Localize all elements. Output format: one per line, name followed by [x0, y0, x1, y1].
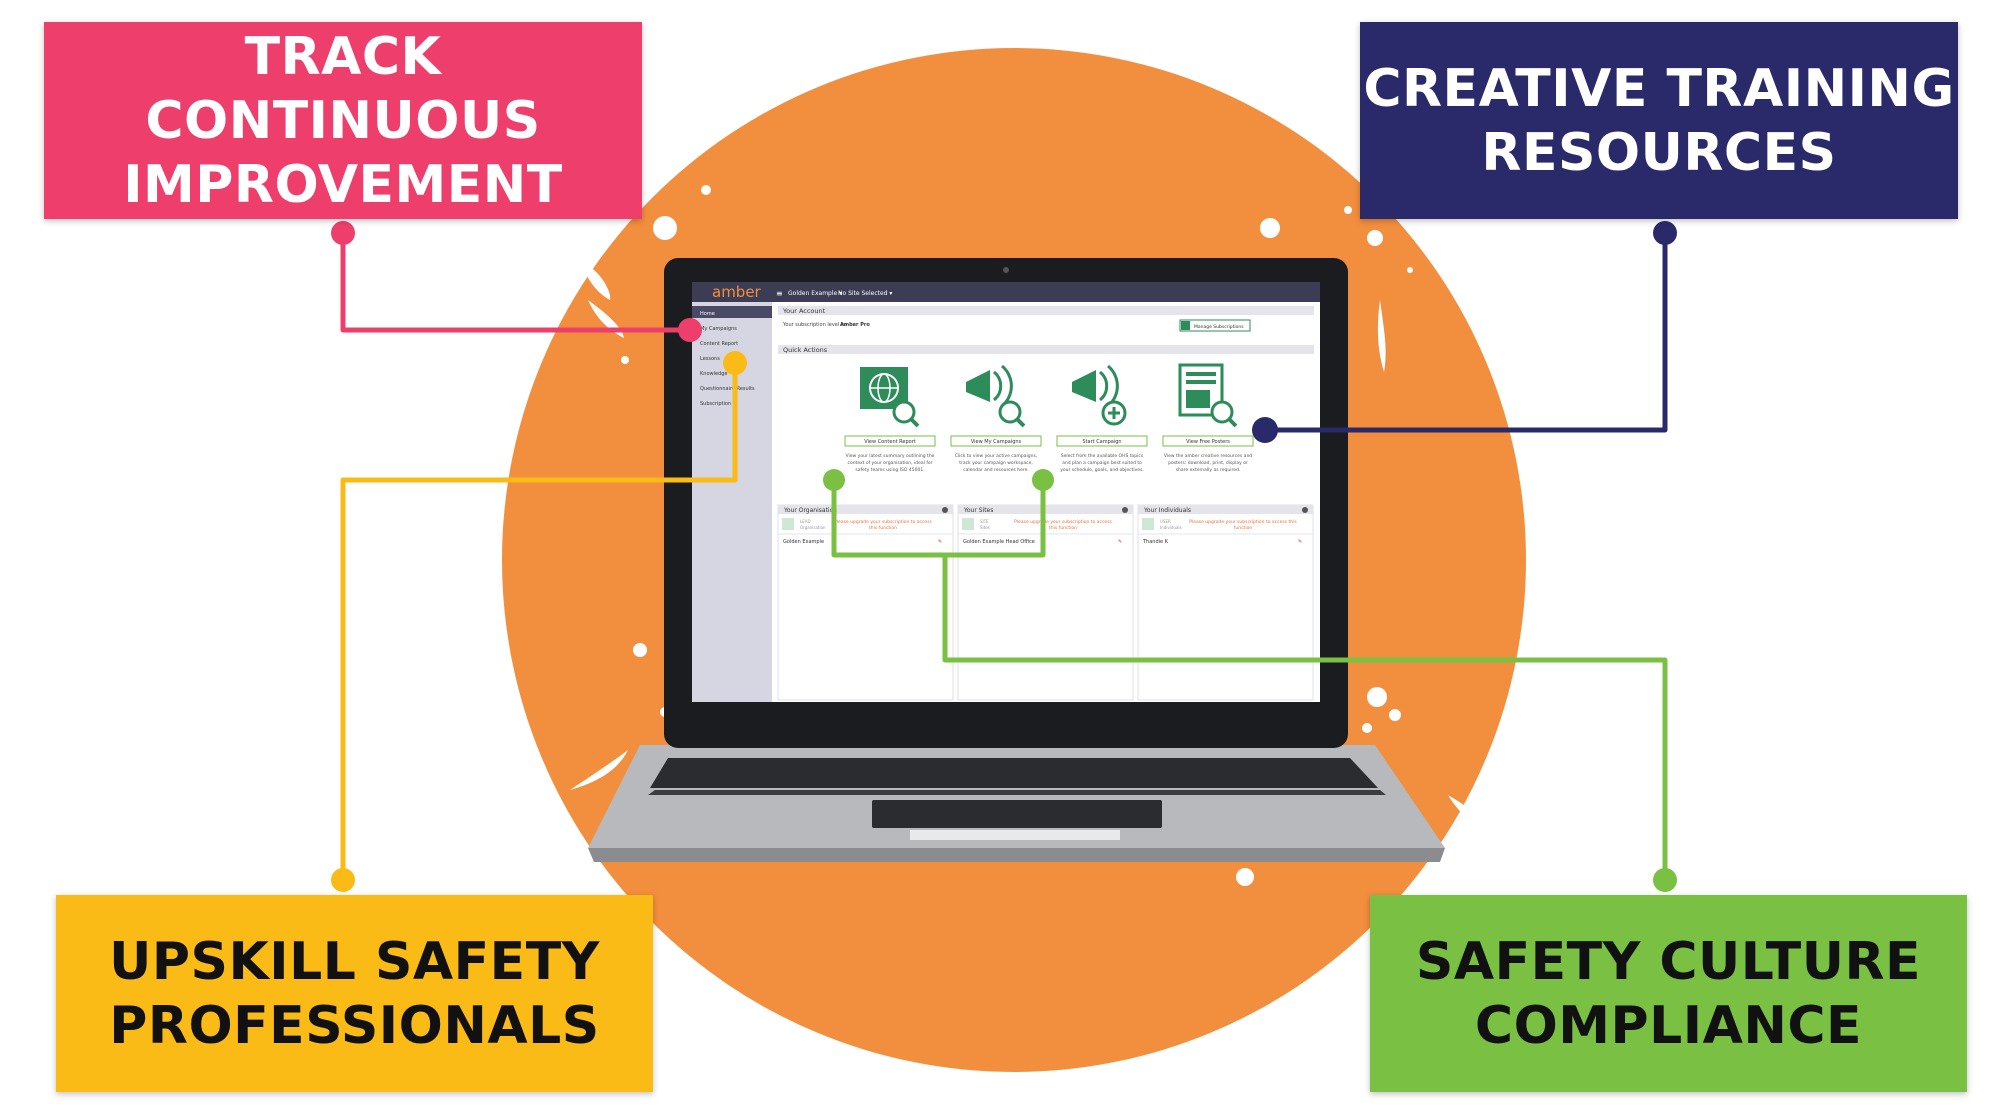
- quick-action-description: and plan a campaign best suited to: [1062, 460, 1142, 466]
- connector-dots: [331, 221, 1677, 892]
- callout-line: COMPLIANCE: [1474, 995, 1863, 1056]
- panel-sub: Organisation: [800, 525, 826, 530]
- callout-line: IMPROVEMENT: [123, 154, 563, 215]
- sidebar-item[interactable]: My Campaigns: [700, 326, 737, 332]
- quick-action-button-label: View Content Report: [864, 439, 916, 445]
- sidebar-active: [692, 306, 772, 318]
- info-icon[interactable]: [1302, 507, 1308, 513]
- sidebar-item[interactable]: Questionnaire Results: [700, 386, 755, 392]
- panel-sub: Individuals: [1160, 525, 1182, 530]
- sidebar-item[interactable]: Knowledge: [700, 371, 728, 377]
- row-actions-icon[interactable]: ✎: [1118, 539, 1122, 545]
- quick-action-description: calendar and resources here.: [963, 467, 1029, 473]
- poster-search-icon[interactable]: [1178, 363, 1238, 428]
- app-logo: amber: [712, 283, 762, 301]
- quick-action-description: safety teams using ISO 45001.: [855, 467, 924, 473]
- upgrade-warning: Please upgrade your subscription to acce…: [1189, 519, 1297, 525]
- panel-badge: LEAD: [800, 519, 811, 524]
- quick-actions-title: Quick Actions: [783, 346, 828, 354]
- upgrade-warning: Please upgrade your subscription to acce…: [834, 519, 932, 525]
- callout-line: RESOURCES: [1481, 122, 1837, 183]
- laptop-keyboard: [650, 758, 1378, 788]
- row-actions-icon[interactable]: ✎: [1298, 539, 1302, 545]
- quick-actions-header: [778, 345, 1314, 354]
- quick-action-description: share externally as required.: [1176, 467, 1241, 473]
- account-title: Your Account: [782, 307, 826, 315]
- megaphone-plus-icon[interactable]: [1072, 364, 1127, 426]
- quick-action-description: your schedule, goals, and objectives.: [1060, 467, 1144, 473]
- connector-pink: [340, 233, 690, 333]
- app-menu-icon[interactable]: ≡: [776, 289, 783, 298]
- quick-action-button[interactable]: [844, 435, 936, 447]
- quick-action-button-label: Start Campaign: [1082, 439, 1121, 445]
- connector-navy: [1265, 233, 1668, 433]
- sidebar-item[interactable]: Lessons: [700, 356, 720, 362]
- connector-yellow: [340, 363, 738, 880]
- panel-sub: Sites: [980, 525, 990, 530]
- quick-action-description: track your campaign workspace,: [959, 460, 1033, 466]
- account-panel-header: [778, 306, 1314, 315]
- app-ui: amber ≡ Golden Example ▾ No Site Selecte…: [692, 282, 1320, 702]
- panel-badge: SITE: [980, 519, 989, 524]
- callout-line: CREATIVE TRAINING: [1363, 58, 1955, 119]
- quick-action-description: View your latest summary outlining the: [846, 453, 935, 459]
- sidebar-item[interactable]: Home: [700, 311, 715, 317]
- callout-line: PROFESSIONALS: [109, 995, 600, 1056]
- quick-action-button[interactable]: [950, 435, 1042, 447]
- sidebar-item[interactable]: Subscription: [700, 401, 731, 407]
- quick-action-description: context of your organisation, ideal for: [847, 460, 932, 466]
- upgrade-warning: function: [1234, 525, 1253, 531]
- panel-title: Your Individuals: [1143, 507, 1191, 514]
- quick-action-button[interactable]: [1162, 435, 1254, 447]
- quick-action-button[interactable]: [1056, 435, 1148, 447]
- megaphone-search-icon[interactable]: [966, 364, 1026, 428]
- quick-action-button-label: View My Campaigns: [971, 439, 1022, 445]
- info-icon[interactable]: [1122, 507, 1128, 513]
- quick-action-button-label: View Free Posters: [1186, 439, 1230, 445]
- upgrade-warning: this function: [1049, 525, 1077, 531]
- laptop-trackpad: [872, 800, 1162, 828]
- panel-row[interactable]: Golden Example: [783, 539, 824, 545]
- quick-action-description: View the amber creative resources and: [1164, 453, 1252, 459]
- row-actions-icon[interactable]: ✎: [938, 539, 942, 545]
- quick-action-description: Select from the available OHS topics: [1061, 453, 1144, 459]
- panel-title: Your Organisation: [783, 507, 837, 514]
- manage-subscriptions-label: Manage Subscriptions: [1194, 324, 1244, 330]
- org-dropdown[interactable]: Golden Example ▾: [788, 290, 842, 297]
- callout-line: UPSKILL SAFETY: [109, 931, 600, 992]
- app-header: [692, 282, 1320, 302]
- callout-line: TRACK CONTINUOUS: [145, 26, 541, 151]
- sidebar-item[interactable]: Content Report: [700, 341, 738, 347]
- quick-action-description: posters: download, print, display or: [1168, 460, 1248, 466]
- connector-green-a: [831, 480, 1046, 558]
- subscription-text: Your subscription level is:: [782, 322, 847, 328]
- connectors: [340, 233, 1668, 880]
- connector-green-b: [942, 555, 1668, 880]
- globe-search-icon[interactable]: [860, 367, 920, 428]
- quick-action-description: Click to view your active campaigns,: [955, 453, 1038, 459]
- subscription-level: Amber Pro: [840, 322, 870, 328]
- upgrade-warning: this function: [869, 525, 897, 531]
- callout-line: SAFETY CULTURE: [1415, 931, 1922, 992]
- panel-row[interactable]: Golden Example Head Office: [963, 539, 1035, 545]
- panel-badge: USER: [1160, 519, 1171, 524]
- upgrade-warning: Please upgrade your subscription to acce…: [1014, 519, 1112, 525]
- info-icon[interactable]: [942, 507, 948, 513]
- manage-subscriptions-button[interactable]: [1179, 319, 1251, 332]
- laptop-camera: [1003, 267, 1009, 273]
- panel-title: Your Sites: [963, 507, 993, 514]
- site-dropdown[interactable]: No Site Selected ▾: [838, 290, 892, 297]
- panel-row[interactable]: Thandie K: [1142, 539, 1169, 545]
